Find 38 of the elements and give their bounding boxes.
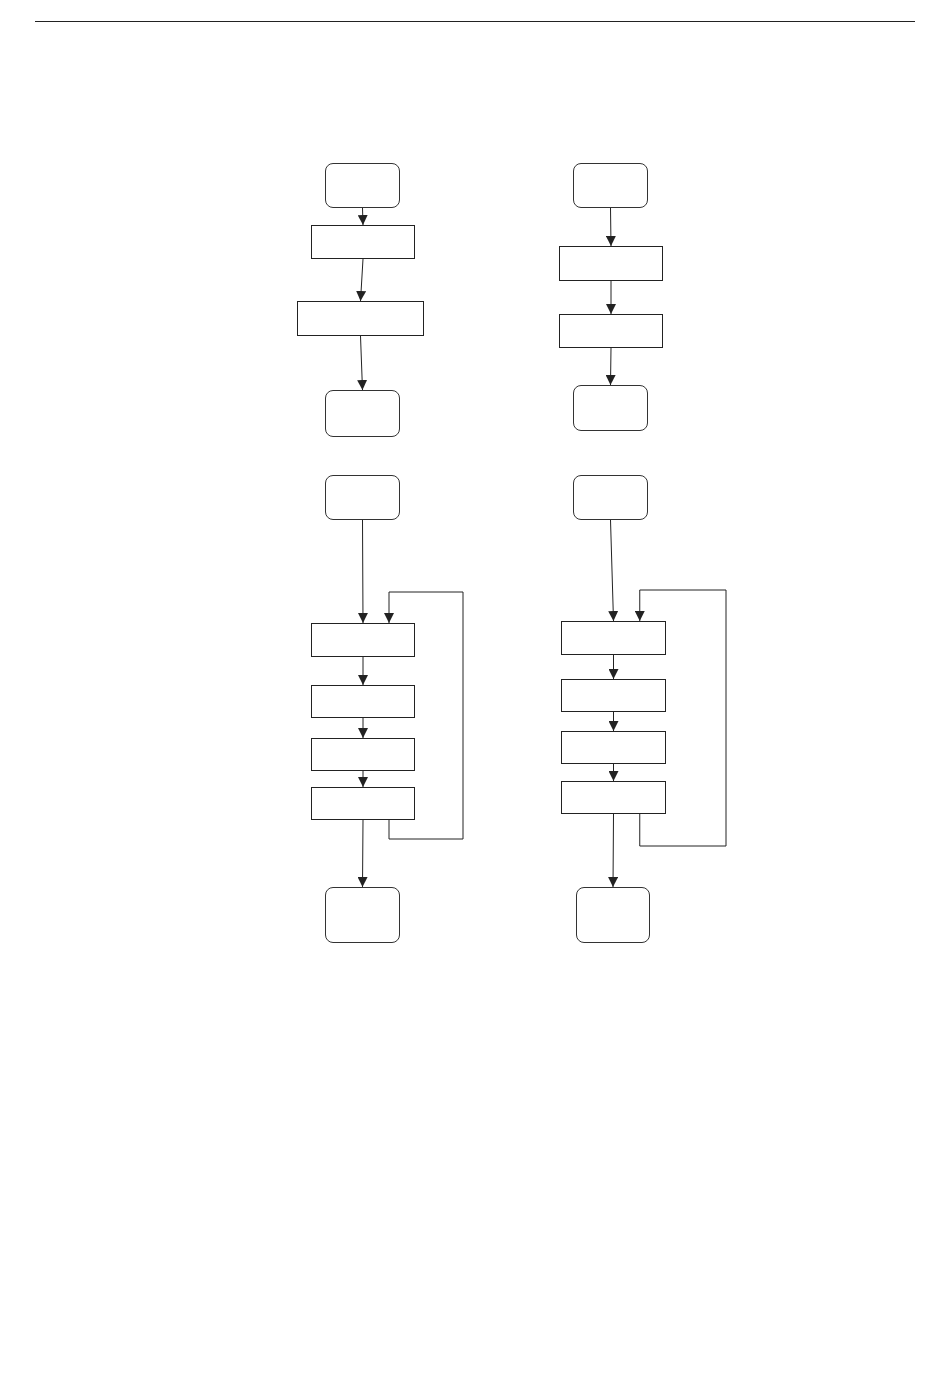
rounded-box xyxy=(325,390,400,437)
arrow xyxy=(605,207,616,247)
process-box xyxy=(559,314,663,348)
arrow xyxy=(357,335,368,391)
process-box xyxy=(311,787,415,820)
arrow xyxy=(608,654,619,680)
process-box xyxy=(297,301,424,336)
arrow xyxy=(384,591,464,840)
arrow xyxy=(606,280,616,315)
rounded-box xyxy=(576,887,650,943)
process-box xyxy=(311,738,415,771)
arrow xyxy=(357,207,368,226)
rounded-box xyxy=(325,163,400,208)
arrow xyxy=(608,711,619,732)
process-box xyxy=(311,623,415,657)
arrow xyxy=(358,656,368,686)
arrow xyxy=(356,258,367,302)
rounded-box xyxy=(325,887,400,943)
arrow xyxy=(634,589,727,847)
arrow xyxy=(358,770,368,788)
arrow xyxy=(357,519,368,624)
process-box xyxy=(559,246,663,281)
rounded-box xyxy=(573,385,648,431)
arrow xyxy=(358,717,368,739)
arrow xyxy=(608,813,619,888)
process-box xyxy=(561,679,666,712)
rounded-box xyxy=(573,163,648,208)
arrow xyxy=(605,347,616,386)
process-box xyxy=(311,225,415,259)
arrow xyxy=(357,819,368,888)
process-box xyxy=(561,781,666,814)
process-box xyxy=(311,685,415,718)
arrow xyxy=(608,763,619,782)
rounded-box xyxy=(325,475,400,520)
process-box xyxy=(561,621,666,655)
arrow xyxy=(608,519,619,622)
process-box xyxy=(561,731,666,764)
rounded-box xyxy=(573,475,648,520)
